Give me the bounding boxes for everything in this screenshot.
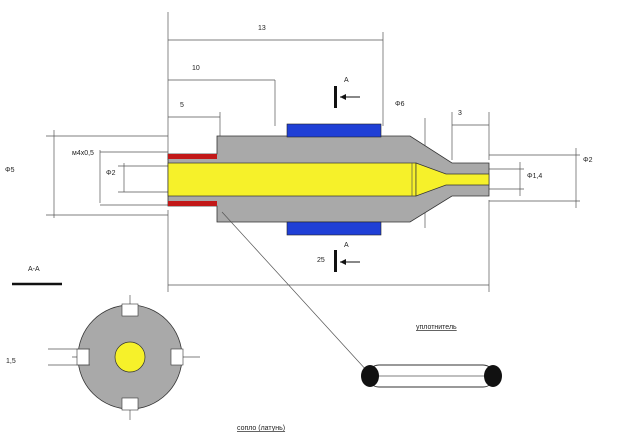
section-mark-top: A — [344, 77, 349, 84]
section-mark-bottom: A — [344, 242, 349, 249]
dim-left-length: 5 — [180, 102, 184, 109]
seal-bottom — [286, 221, 382, 236]
thread-bottom — [168, 201, 217, 206]
dim-mid-length: 10 — [192, 65, 200, 72]
seal-ring-detail — [361, 364, 502, 388]
section-markers — [334, 86, 360, 272]
bottom-dimension-lines — [167, 200, 490, 292]
thread-top — [168, 154, 217, 159]
dim-overall-length: 13 — [258, 25, 266, 32]
dim-tip-diameter: Φ2 — [583, 157, 593, 164]
slot-left — [76, 348, 90, 366]
seal-caption: уплотнитель — [416, 324, 457, 331]
dim-bore-diameter: Φ2 — [106, 170, 116, 177]
dim-seal-diameter: Φ6 — [395, 101, 405, 108]
dim-body-diameter: Φ5 — [5, 167, 15, 174]
top-dimension-lines — [167, 12, 490, 160]
dim-thread: м4х0,5 — [72, 150, 94, 157]
nozzle-caption: сопло (латунь) — [237, 425, 285, 432]
section-view-label: A-A — [28, 266, 40, 273]
dim-bottom-length: 25 — [317, 257, 325, 264]
nozzle-body — [167, 123, 490, 236]
seal-top — [286, 123, 382, 138]
slot-right — [170, 348, 184, 366]
leader-line — [221, 211, 369, 373]
cross-section-view — [48, 295, 200, 420]
dim-slot-width: 1,5 — [6, 358, 16, 365]
cone-bore — [415, 162, 490, 197]
dim-tip-length: 3 — [458, 110, 462, 117]
dim-orifice-diameter: Φ1,4 — [527, 173, 542, 180]
section-bore — [114, 341, 146, 373]
bore-channel — [167, 162, 417, 197]
slot-top — [121, 303, 139, 317]
left-dimension-lines — [46, 130, 168, 218]
right-dimension-lines — [424, 118, 580, 228]
slot-bottom — [121, 397, 139, 411]
